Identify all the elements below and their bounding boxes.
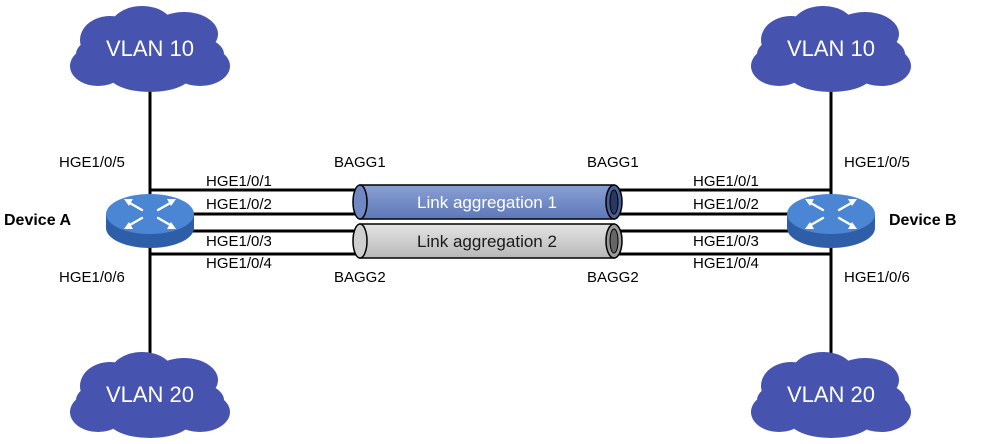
router-icon: [104, 192, 196, 250]
bagg-label-left-bottom: BAGG2: [334, 269, 386, 286]
port-label-b-up: HGE1/0/5: [844, 154, 910, 171]
aggregation-tube-2: Link aggregation 2: [352, 223, 623, 259]
cloud-label-top-right: VLAN 10: [787, 36, 875, 61]
bagg-label-left-top: BAGG1: [334, 154, 386, 171]
port-label-b-1: HGE1/0/1: [693, 173, 759, 190]
port-label-b-2: HGE1/0/2: [693, 196, 759, 213]
port-label-b-4: HGE1/0/4: [693, 255, 759, 272]
cloud-label-top-left: VLAN 10: [106, 36, 194, 61]
aggregation-tube-1: Link aggregation 1: [352, 184, 623, 220]
bagg-label-right-bottom: BAGG2: [587, 269, 639, 286]
port-label-a-3: HGE1/0/3: [206, 233, 272, 250]
port-label-a-up: HGE1/0/5: [59, 154, 125, 171]
port-label-a-down: HGE1/0/6: [59, 269, 125, 286]
device-b-label: Device B: [889, 212, 957, 229]
aggregation-2-label: Link aggregation 2: [417, 232, 557, 251]
port-label-a-4: HGE1/0/4: [206, 255, 272, 272]
cloud-label-bottom-left: VLAN 20: [106, 382, 194, 407]
bagg-label-right-top: BAGG1: [587, 154, 639, 171]
device-a-label: Device A: [4, 212, 71, 229]
port-label-a-1: HGE1/0/1: [206, 173, 272, 190]
port-label-b-3: HGE1/0/3: [693, 233, 759, 250]
port-label-b-down: HGE1/0/6: [844, 269, 910, 286]
cloud-label-bottom-right: VLAN 20: [787, 382, 875, 407]
aggregation-1-label: Link aggregation 1: [417, 193, 557, 212]
port-label-a-2: HGE1/0/2: [206, 196, 272, 213]
router-icon: [785, 192, 877, 250]
